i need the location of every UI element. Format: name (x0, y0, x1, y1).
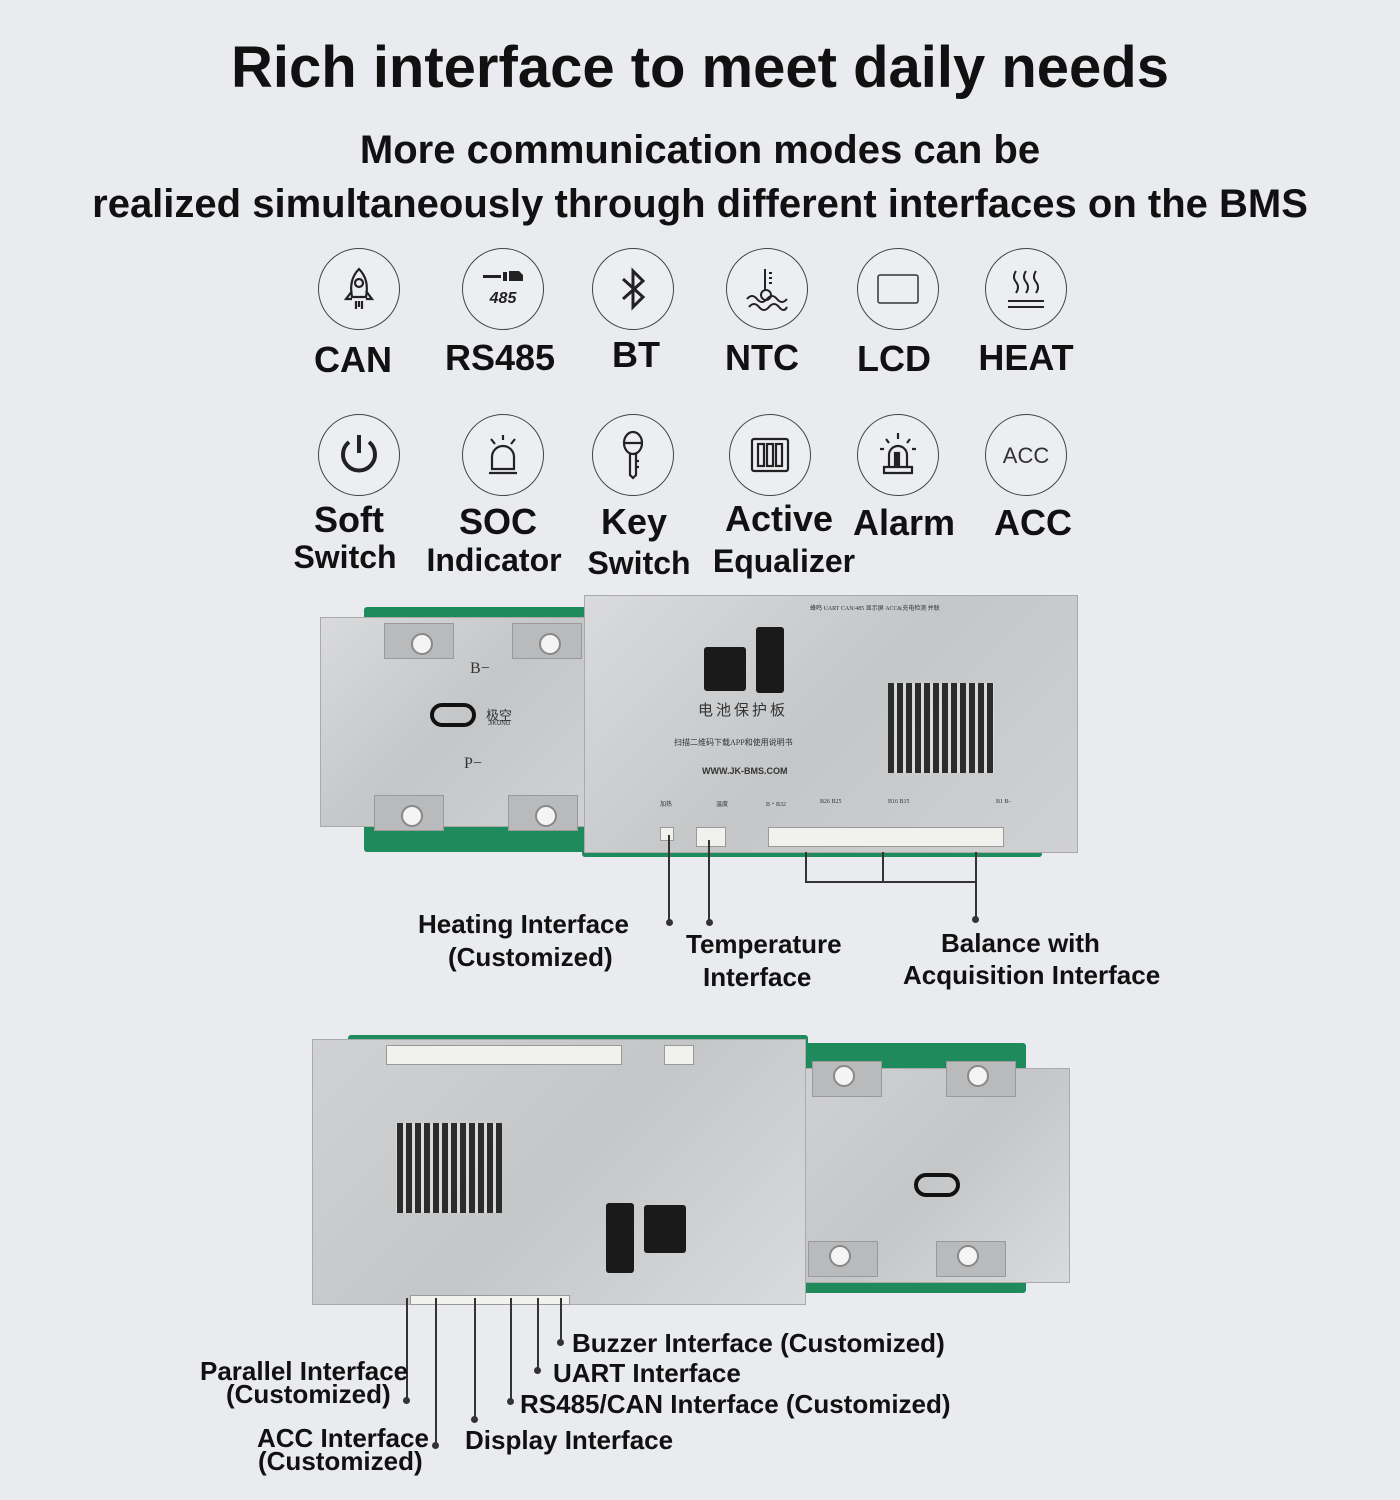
callout-temperature-2: Interface (703, 962, 812, 992)
callout-uart: UART Interface (553, 1358, 741, 1388)
capacitors (756, 627, 784, 693)
rs485-cable-icon: 485 (462, 248, 544, 330)
acc-icon-text: ACC (1003, 443, 1050, 468)
screen-icon (857, 248, 939, 330)
brand-en: JIKONG (488, 721, 511, 727)
p-minus-label: P− (464, 755, 482, 772)
callout-balance-1: Balance with (941, 928, 1100, 958)
thermometer-icon (726, 248, 808, 330)
callout-heating-2: (Customized) (448, 942, 613, 972)
pin-b26: B26 B25 (820, 799, 842, 805)
page-title: Rich interface to meet daily needs (231, 35, 1169, 100)
feature-label-heat: HEAT (978, 337, 1074, 378)
battery-cells-icon (729, 414, 811, 496)
subtitle-line-2: realized simultaneously through differen… (92, 182, 1308, 226)
feature-label-soft: Soft (314, 499, 384, 540)
feature-label-rs485: RS485 (444, 337, 556, 378)
bms-board-top-view: B− P− 极空 JIKONG 电池保护板 扫描二维码下载APP和使用说明书 W… (320, 595, 1080, 867)
bms-board-bottom-view (310, 1025, 1070, 1305)
subtitle-line-1: More communication modes can be (359, 128, 1041, 172)
key-icon (592, 414, 674, 496)
callout-temperature-1: Temperature (686, 929, 842, 959)
balance-connector (386, 1045, 622, 1065)
jikong-logo-icon (430, 703, 476, 727)
feature-label-active: Active (724, 498, 834, 539)
board-scan-text: 扫描二维码下载APP和使用说明书 (674, 738, 793, 747)
callout-parallel-1: Parallel Interface (200, 1356, 409, 1386)
callout-display: Display Interface (465, 1425, 674, 1455)
heat-icon (985, 248, 1067, 330)
board-top-pin-labels: 蜂鸣 UART CAN/485 显示屏 ACC&充电检测 并联 (810, 606, 940, 612)
capacitors (606, 1203, 634, 1273)
feature-label-equalizer: Equalizer (712, 543, 856, 579)
pin-b16: B16 B15 (888, 799, 910, 805)
pin-temp: 温度 (716, 802, 729, 808)
feature-label-key-switch: Switch (587, 545, 691, 581)
feature-label-bt: BT (612, 334, 660, 375)
callout-parallel-2: (Customized) (226, 1379, 391, 1409)
qr-code (396, 1123, 502, 1213)
inductor (644, 1205, 686, 1253)
callout-rs485: RS485/CAN Interface (Customized) (520, 1389, 951, 1419)
feature-label-lcd: LCD (857, 338, 931, 379)
power-icon (318, 414, 400, 496)
board-name-cn: 电池保护板 (698, 703, 789, 719)
alarm-light-icon (857, 414, 939, 496)
temperature-connector (664, 1045, 694, 1065)
pin-heating: 加热 (660, 802, 673, 808)
brand-cn: 极空 (486, 708, 513, 723)
b-minus-label: B− (470, 660, 490, 677)
acc-icon: ACC (985, 414, 1067, 496)
qr-code (888, 683, 994, 773)
pin-b32: B・B32 (766, 802, 787, 808)
balance-connector (768, 827, 1004, 847)
callout-heating-1: Heating Interface (418, 909, 629, 939)
feature-label-acc: ACC (994, 502, 1072, 543)
feature-label-key: Key (600, 501, 668, 542)
temperature-connector (696, 827, 726, 847)
rs485-icon-text: 485 (489, 290, 518, 307)
feature-label-indicator: Indicator (426, 542, 562, 578)
callout-buzzer: Buzzer Interface (Customized) (572, 1328, 945, 1358)
heating-connector (660, 827, 674, 841)
feature-label-alarm: Alarm (852, 502, 956, 543)
callout-acc-1: ACC Interface (257, 1423, 429, 1453)
feature-label-can: CAN (314, 339, 392, 380)
feature-label-ntc: NTC (725, 337, 799, 378)
jikong-logo-icon (914, 1173, 960, 1197)
feature-label-soc: SOC (458, 501, 537, 542)
callout-acc-2: (Customized) (258, 1446, 423, 1476)
pin-b1: B1 B- (996, 799, 1011, 805)
feature-label-switch: Switch (293, 539, 397, 575)
board-url: WWW.JK-BMS.COM (702, 766, 788, 776)
beacon-icon (462, 414, 544, 496)
inductor (704, 647, 746, 691)
comm-connectors (410, 1295, 570, 1305)
bluetooth-icon (592, 248, 674, 330)
callout-balance-2: Acquisition Interface (903, 960, 1161, 990)
rocket-icon (318, 248, 400, 330)
